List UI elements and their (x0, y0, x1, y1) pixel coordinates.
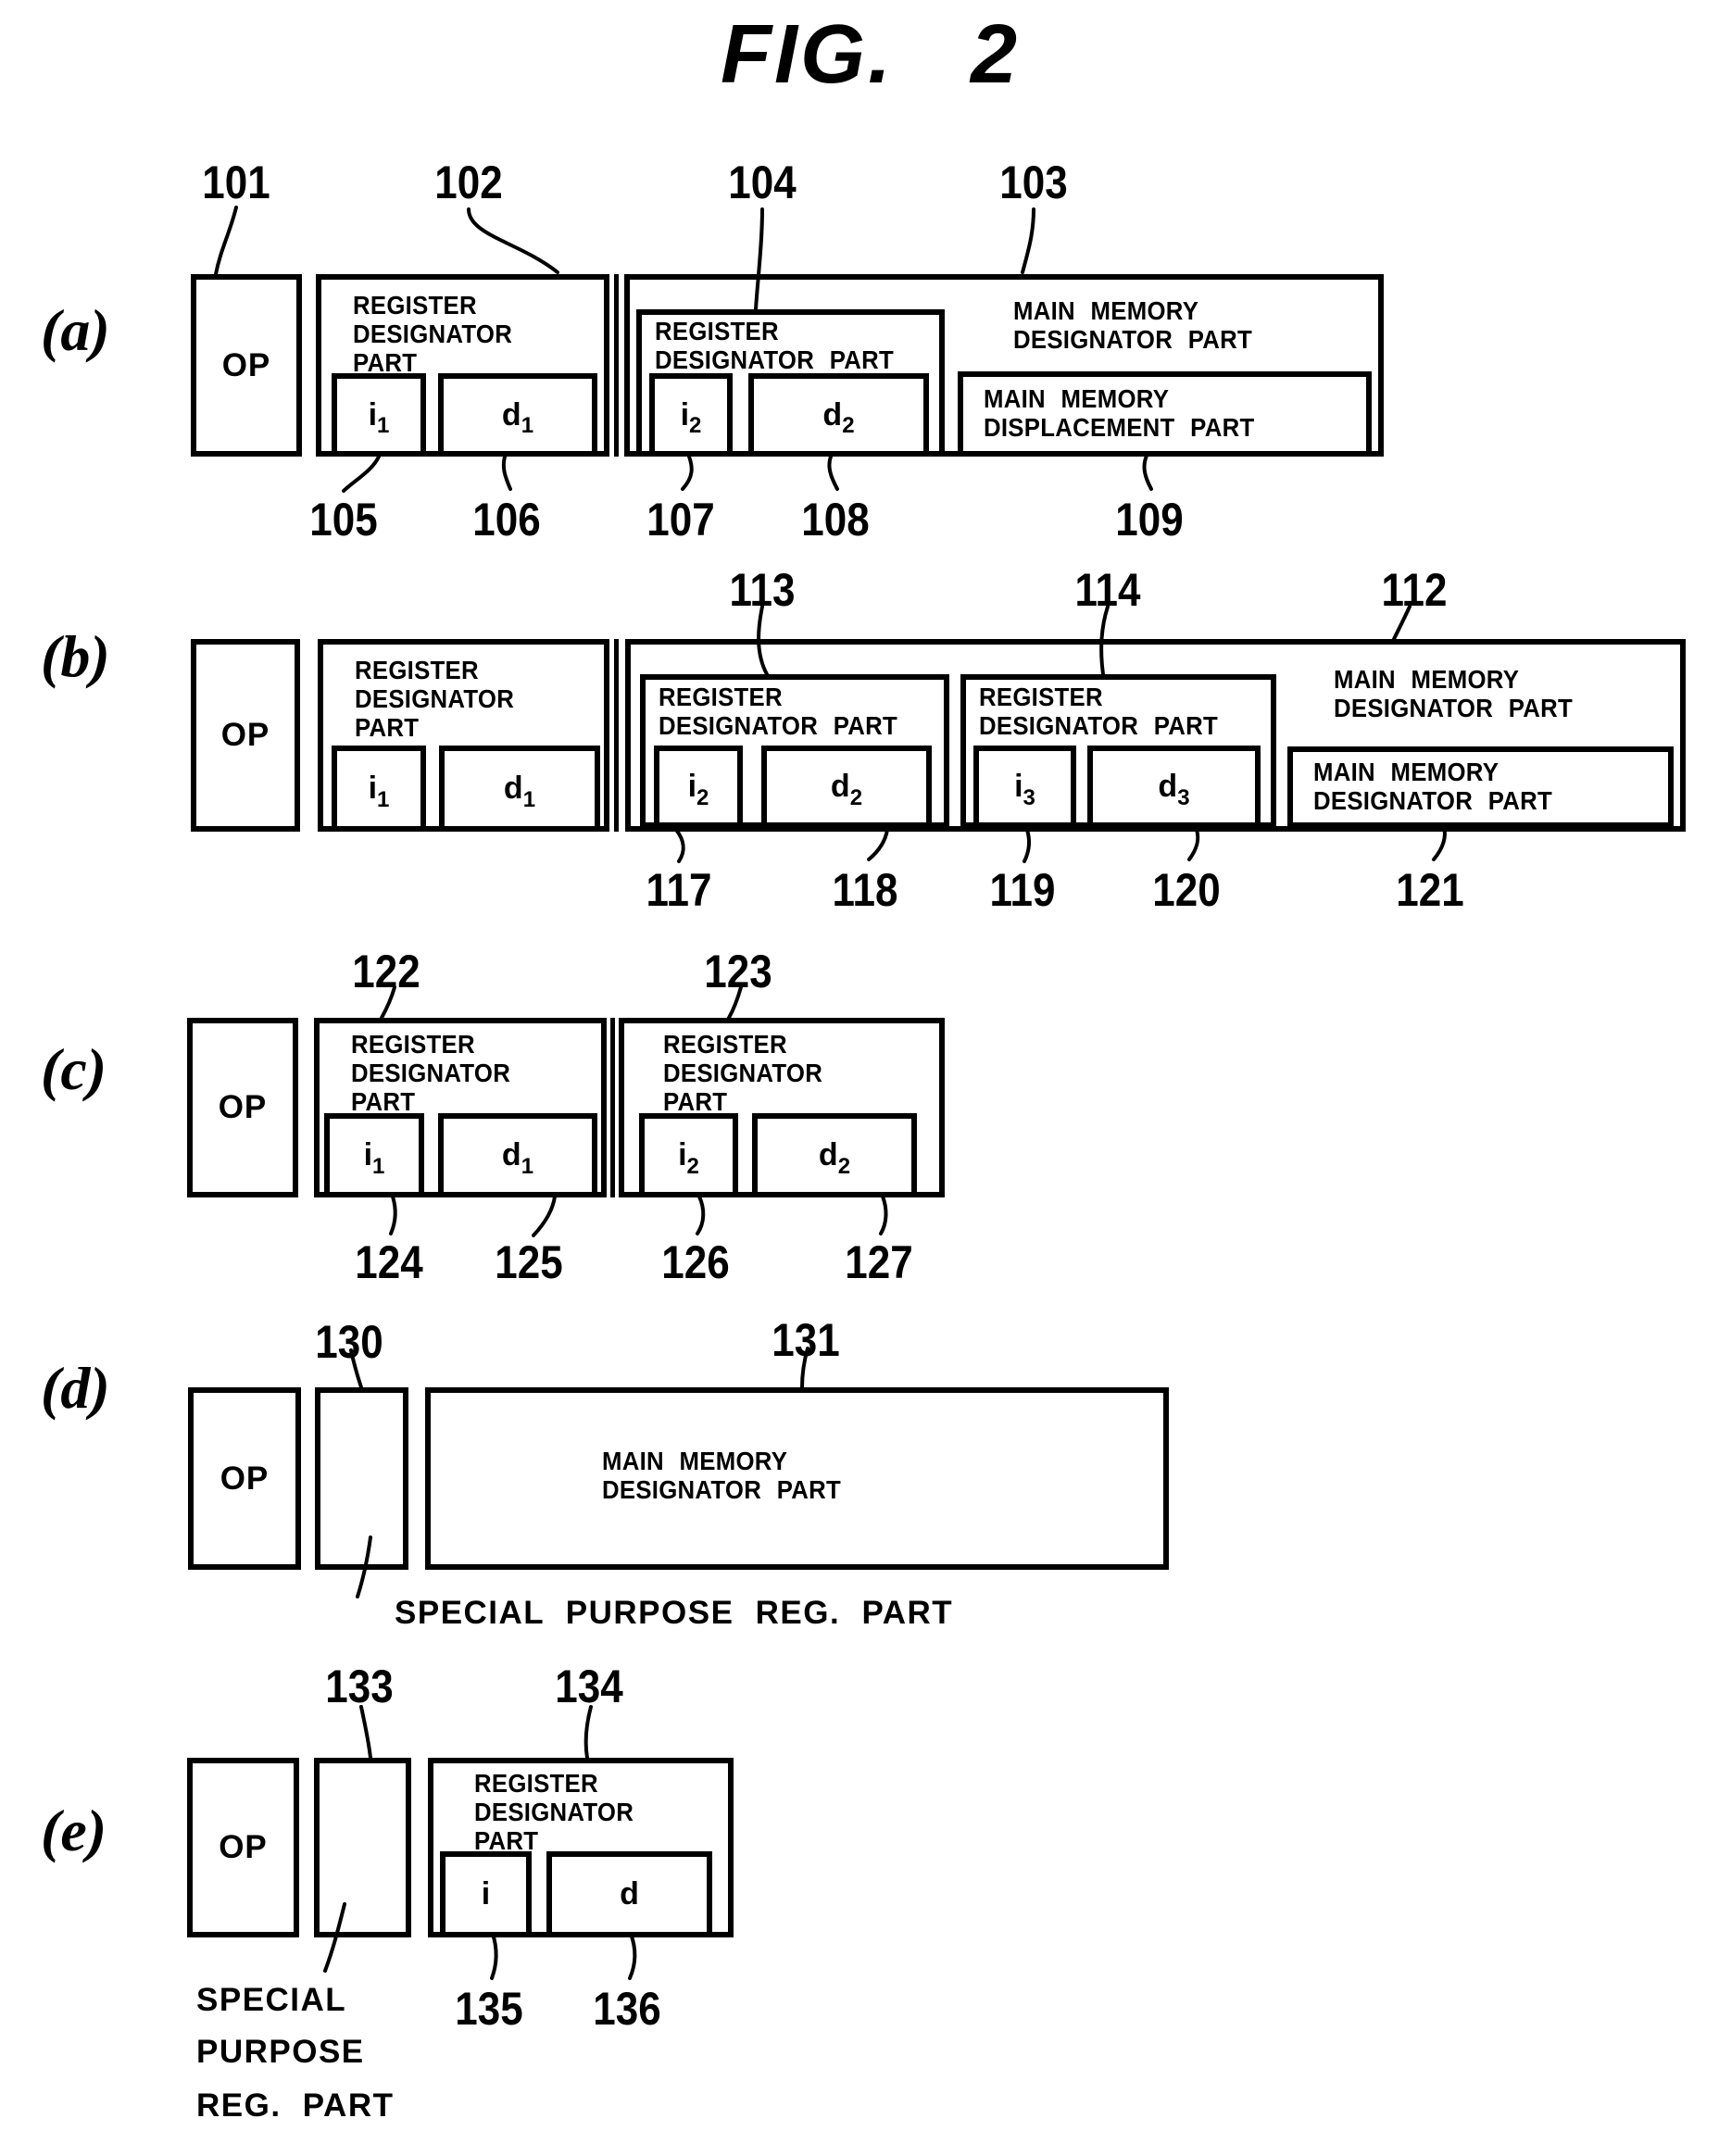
row-e-special-line-1: SPECIAL (196, 1982, 347, 2018)
row-b-register-designator-part-2-label: REGISTER DESIGNATOR PART (659, 683, 898, 740)
ref-112: 112 (1381, 564, 1448, 616)
row-d-op-box: OP (188, 1387, 301, 1570)
ref-127: 127 (845, 1236, 913, 1288)
row-e-op-box: OP (187, 1758, 299, 1937)
row-b-main-memory-designator-part-label: MAIN MEMORY DESIGNATOR PART (1334, 665, 1574, 722)
op-label: OP (220, 717, 270, 753)
ref-125: 125 (495, 1236, 563, 1288)
ref-136: 136 (593, 1983, 661, 2035)
row-d-special-purpose-reg-part-label: SPECIAL PURPOSE REG. PART (395, 1595, 954, 1631)
row-e-register-designator-part-label: REGISTER DESIGNATOR PART (474, 1769, 634, 1855)
ref-134: 134 (555, 1661, 623, 1712)
row-label-c: (c) (41, 1036, 107, 1102)
row-a-op-box: OP (191, 274, 302, 457)
ref-124: 124 (355, 1236, 423, 1288)
ref-119: 119 (989, 864, 1056, 916)
row-b-main-memory-designator-part-inner-box (1287, 746, 1674, 828)
row-label-d: (d) (41, 1355, 110, 1421)
row-a-main-memory-displacement-part-box (958, 371, 1372, 457)
ref-120: 120 (1152, 864, 1221, 916)
ref-107: 107 (646, 494, 715, 545)
ref-104: 104 (728, 157, 797, 208)
row-a-main-memory-designator-part-label: MAIN MEMORY DESIGNATOR PART (1013, 296, 1253, 354)
ref-122: 122 (352, 946, 420, 997)
row-d-main-memory-designator-part-label: MAIN MEMORY DESIGNATOR PART (602, 1447, 842, 1504)
row-b-op-box: OP (191, 639, 300, 832)
ref-109: 109 (1115, 494, 1184, 545)
op-label: OP (221, 346, 271, 383)
row-label-e: (e) (41, 1798, 107, 1863)
row-label-b: (b) (41, 623, 110, 689)
row-a-section-divider (614, 274, 619, 457)
ref-102: 102 (434, 157, 503, 208)
row-c-section-divider (610, 1018, 615, 1197)
ref-130: 130 (315, 1316, 383, 1368)
row-a-main-memory-displacement-part-label: MAIN MEMORY DISPLACEMENT PART (984, 384, 1255, 442)
ref-123: 123 (704, 946, 772, 997)
row-e-special-purpose-reg-box (314, 1758, 411, 1937)
ref-121: 121 (1396, 864, 1464, 916)
row-a-register-designator-part-label: REGISTER DESIGNATOR PART (353, 291, 513, 377)
ref-133: 133 (325, 1661, 394, 1712)
ref-106: 106 (472, 494, 541, 545)
ref-131: 131 (772, 1314, 840, 1366)
row-a-register-designator-part-2-label: REGISTER DESIGNATOR PART (655, 317, 895, 374)
row-label-a: (a) (41, 297, 110, 363)
figure-title: FIG. 2 (721, 8, 1021, 101)
ref-101: 101 (202, 157, 270, 208)
ref-103: 103 (999, 157, 1068, 208)
ref-105: 105 (309, 494, 378, 545)
ref-135: 135 (455, 1983, 523, 2035)
row-b-register-designator-part-3-label: REGISTER DESIGNATOR PART (979, 683, 1219, 740)
op-label: OP (218, 1089, 268, 1125)
ref-114: 114 (1074, 564, 1141, 616)
ref-113: 113 (729, 564, 796, 616)
ref-117: 117 (646, 864, 712, 916)
ref-118: 118 (832, 864, 898, 916)
row-c-op-box: OP (187, 1018, 298, 1197)
ref-108: 108 (801, 494, 870, 545)
row-d-main-memory-designator-part-box (425, 1387, 1169, 1570)
row-e-special-line-3: REG. PART (196, 2087, 395, 2124)
row-e-special-line-2: PURPOSE (196, 2034, 365, 2070)
op-label: OP (219, 1829, 268, 1865)
row-c-register-designator-part-1-label: REGISTER DESIGNATOR PART (351, 1030, 511, 1116)
row-b-register-designator-part-label: REGISTER DESIGNATOR PART (355, 656, 515, 742)
row-e-field-i: i (440, 1851, 532, 1937)
ref-126: 126 (661, 1236, 730, 1288)
row-d-special-purpose-reg-box (315, 1387, 408, 1570)
row-c-register-designator-part-2-label: REGISTER DESIGNATOR PART (663, 1030, 823, 1116)
row-b-main-memory-designator-part-inner-label: MAIN MEMORY DESIGNATOR PART (1313, 758, 1553, 815)
op-label: OP (220, 1460, 270, 1497)
row-b-section-divider (614, 639, 619, 832)
row-e-field-d: d (546, 1851, 712, 1937)
